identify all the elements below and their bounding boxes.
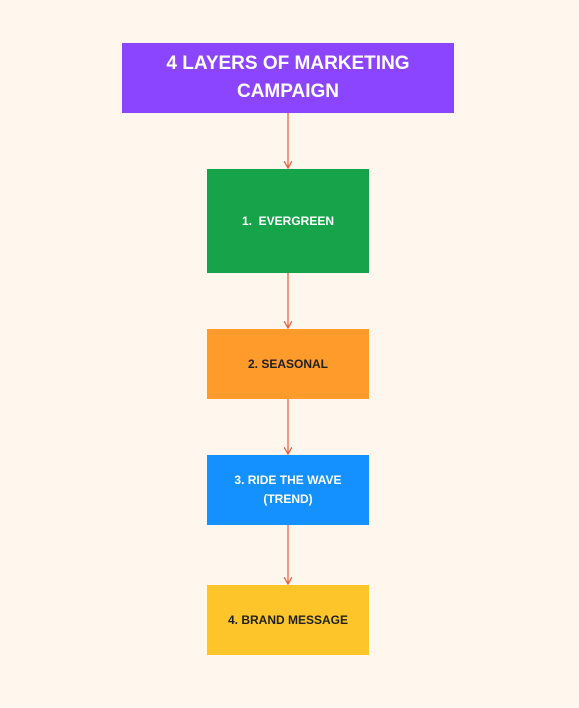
diagram-title-box: 4 LAYERS OF MARKETING CAMPAIGN	[122, 43, 454, 113]
step-box-ride-the-wave: 3. RIDE THE WAVE (TREND)	[207, 455, 369, 525]
step-label-brand-message: 4. BRAND MESSAGE	[227, 612, 349, 627]
step-box-brand-message: 4. BRAND MESSAGE	[207, 585, 369, 655]
step-box-evergreen: 1. EVERGREEN	[207, 169, 369, 273]
step-label-seasonal: 2. SEASONAL	[247, 356, 328, 371]
step-label-evergreen: 1. EVERGREEN	[241, 213, 335, 228]
step-box-seasonal: 2. SEASONAL	[207, 329, 369, 399]
diagram-title: 4 LAYERS OF MARKETING CAMPAIGN	[166, 53, 410, 102]
step-label-ride-the-wave: 3. RIDE THE WAVE (TREND)	[234, 473, 342, 506]
